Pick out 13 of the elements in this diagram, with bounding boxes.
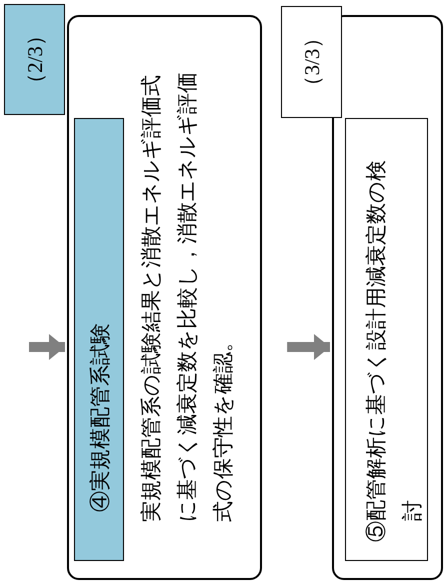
text-box <box>345 118 428 561</box>
tab-label <box>281 6 342 118</box>
description-text: 実規模配管系の試験結果と消散エネルギ評価式に基づく減衰定数を比較し，消散エネルギ評価式の保守性を確認。 <box>138 72 236 522</box>
panel <box>332 15 443 580</box>
arrow <box>287 334 330 360</box>
arrow <box>29 334 65 360</box>
description-text: ⑤配管解析に基づく設計用減衰定数の検討 <box>363 160 425 542</box>
heading: ④実規模配管系試験 <box>87 322 113 512</box>
page-number: （2/3） <box>22 24 48 96</box>
heading-box <box>74 118 124 561</box>
page-number: （3/3） <box>298 26 324 98</box>
tab-label <box>4 4 65 115</box>
panel <box>67 15 262 580</box>
